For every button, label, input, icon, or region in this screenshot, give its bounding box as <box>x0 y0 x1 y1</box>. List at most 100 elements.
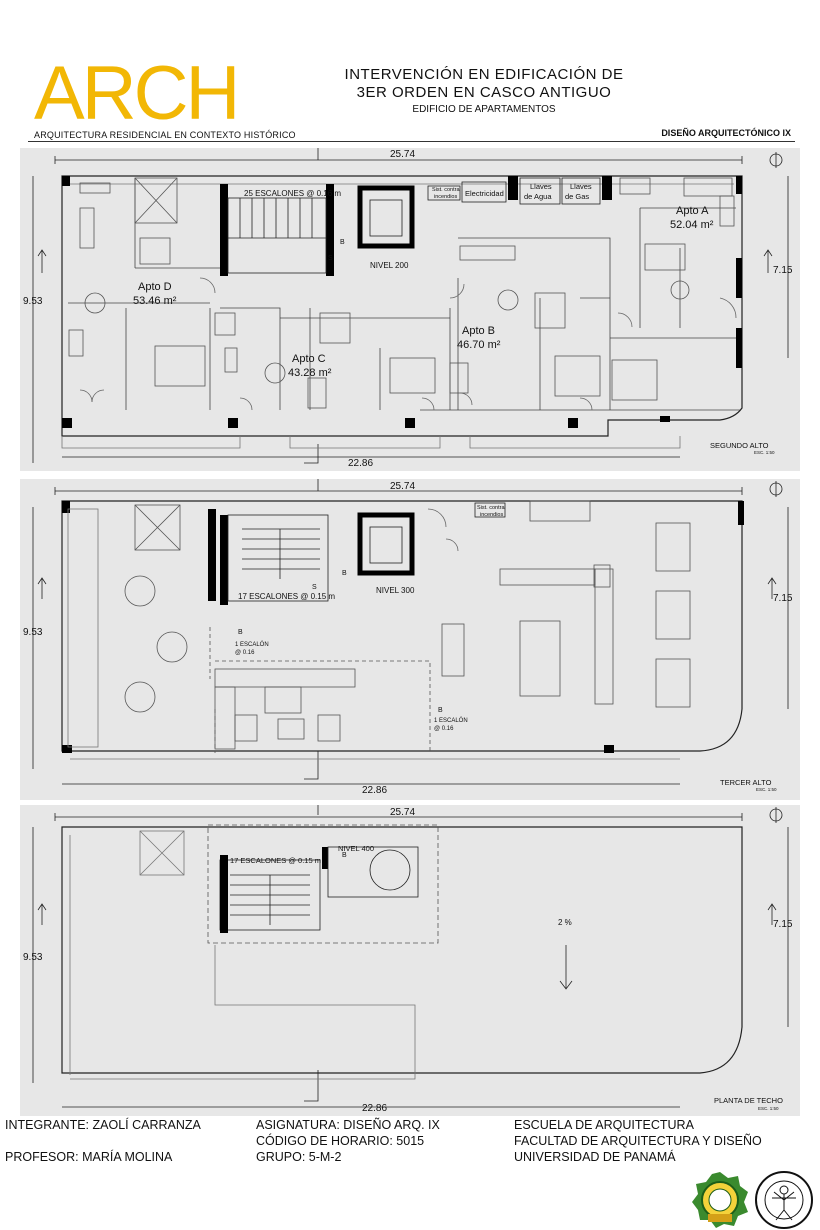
furniture <box>68 177 735 409</box>
profesor-text: PROFESOR: MARÍA MOLINA <box>5 1150 173 1164</box>
header-rule <box>28 141 795 142</box>
scale-label: ESC. 1:50 <box>754 450 775 455</box>
sist-label-1: Sist. contra <box>432 187 460 193</box>
title-line-2: 3ER ORDEN EN CASCO ANTIGUO <box>356 84 612 101</box>
building-outline <box>61 826 743 1074</box>
dim-bottom: 22.86 <box>362 1103 387 1114</box>
section-arrow-right <box>767 903 777 925</box>
universidad-text: UNIVERSIDAD DE PANAMÁ <box>514 1150 676 1164</box>
subtitle-right: DISEÑO ARQUITECTÓNICO IX <box>661 128 791 138</box>
sist-label-1: Sist. contra <box>477 505 505 511</box>
codigo-text: CÓDIGO DE HORARIO: 5015 <box>256 1134 425 1148</box>
gas-label-1: Llaves <box>570 182 592 191</box>
dim-left: 9.53 <box>23 952 43 963</box>
electricidad-label: Electricidad <box>465 189 504 198</box>
slope-arrow-icon <box>559 945 573 990</box>
apto-a-area: 52.04 m² <box>670 219 714 231</box>
agua-label-2: de Agua <box>524 192 552 201</box>
dim-top: 25.74 <box>390 149 415 160</box>
section-arrow-right <box>767 577 777 599</box>
terrace-outline <box>214 660 431 753</box>
apto-c-area: 43.28 m² <box>288 367 332 379</box>
section-arrow-bottom <box>304 751 319 780</box>
section-arrow-left <box>37 577 47 599</box>
university-seal-icon <box>692 1172 748 1228</box>
section-arrow-top <box>317 148 319 160</box>
stair-mark-b: B <box>342 852 347 859</box>
plan-techo: 25.74 9.53 7.15 22.86 17 ESCALONES @ 0.1… <box>20 805 800 1116</box>
section-arrow-bottom <box>304 1070 319 1102</box>
stair-mark-b: B <box>340 239 345 246</box>
elevator-core <box>357 185 415 249</box>
section-arrow-bottom <box>304 444 319 464</box>
structural-columns <box>220 847 328 933</box>
step2-line2: @ 0.16 <box>434 726 454 732</box>
floor-plan-3: 25.74 9.53 7.15 22.86 17 ESCALONES @ 0.1… <box>23 479 793 796</box>
step2-line1: 1 ESCALÓN <box>434 717 468 724</box>
dim-left: 9.53 <box>23 627 43 638</box>
roof-access-outline <box>207 824 439 944</box>
dim-right: 7.15 <box>773 265 793 276</box>
gas-label-2: de Gas <box>565 192 589 201</box>
step1-line1: 1 ESCALÓN <box>235 641 269 648</box>
door-swings <box>427 508 459 552</box>
door-swings <box>79 277 737 411</box>
apto-b-area: 46.70 m² <box>457 339 501 351</box>
step2-mark-b: B <box>438 707 443 714</box>
sheet-label: PLANTA DE TECHO <box>714 1096 783 1105</box>
partitions <box>68 178 740 411</box>
stairs-label: 17 ESCALONES @ 0.15 m <box>230 856 321 865</box>
integrante-text: INTEGRANTE: ZAOLÍ CARRANZA <box>5 1118 201 1132</box>
floor-plan-2: 25.74 9.53 7.15 22.86 25 ESC <box>23 148 793 469</box>
structural-columns <box>62 501 744 753</box>
apto-c-name: Apto C <box>292 353 326 365</box>
building-outline <box>61 500 743 752</box>
step1-line2: @ 0.16 <box>235 650 255 656</box>
sist-label-2: incendios <box>480 512 503 518</box>
section-arrow-right <box>763 249 773 273</box>
section-arrow-left <box>37 903 47 925</box>
dim-left: 9.53 <box>23 296 43 307</box>
apto-b-name: Apto B <box>462 325 495 337</box>
dim-right: 7.15 <box>773 593 793 604</box>
dim-top: 25.74 <box>390 807 415 818</box>
sist-label-2: incendios <box>434 194 457 200</box>
brand-logo: ARCH <box>34 51 240 136</box>
section-arrow-left <box>37 249 47 273</box>
plan-tercer-alto: 25.74 9.53 7.15 22.86 17 ESCALONES @ 0.1… <box>20 479 800 800</box>
faculty-seal-icon <box>755 1171 813 1229</box>
stair-mark-s: S <box>312 584 317 591</box>
elevator-core <box>357 512 415 576</box>
structural-columns <box>62 176 742 428</box>
stair-flight <box>227 514 329 602</box>
asignatura-text: ASIGNATURA: DISEÑO ARQ. IX <box>256 1118 440 1132</box>
dim-top: 25.74 <box>390 481 415 492</box>
grupo-text: GRUPO: 5-M-2 <box>256 1150 342 1164</box>
stair-mark-b: B <box>342 570 347 577</box>
furniture <box>67 500 691 750</box>
scale-label: ESC. 1:50 <box>756 787 777 792</box>
stair-mark-s: S <box>328 255 333 262</box>
building-outline <box>61 175 743 437</box>
stairs-label: 25 ESCALONES @ 0.16 m <box>244 189 341 198</box>
level-label: NIVEL 200 <box>370 261 409 270</box>
apto-d-area: 53.46 m² <box>133 295 177 307</box>
slope-label: 2 % <box>558 918 572 927</box>
step-mark-b: B <box>238 629 243 636</box>
facultad-text: FACULTAD DE ARQUITECTURA Y DISEÑO <box>514 1134 762 1148</box>
section-arrow-top <box>317 805 319 815</box>
dim-bottom: 22.86 <box>348 458 373 469</box>
floor-plan-roof: 25.74 9.53 7.15 22.86 17 ESCALONES @ 0.1… <box>23 805 793 1114</box>
level-label: NIVEL 300 <box>376 586 415 595</box>
agua-label-1: Llaves <box>530 182 552 191</box>
dim-bottom: 22.86 <box>362 785 387 796</box>
stair-flight <box>227 197 327 274</box>
sheet-label: SEGUNDO ALTO <box>710 441 769 450</box>
stairs-label: 17 ESCALONES @ 0.15 m <box>238 592 335 601</box>
sheet-label: TERCER ALTO <box>720 778 772 787</box>
title-line-1: INTERVENCIÓN EN EDIFICACIÓN DE <box>344 66 624 83</box>
level-label: NIVEL 400 <box>338 844 374 853</box>
escuela-text: ESCUELA DE ARQUITECTURA <box>514 1118 694 1132</box>
title-line-3: EDIFICIO DE APARTAMENTOS <box>412 104 556 115</box>
plan-segundo-alto: 25.74 9.53 7.15 22.86 25 ESC <box>20 148 800 471</box>
